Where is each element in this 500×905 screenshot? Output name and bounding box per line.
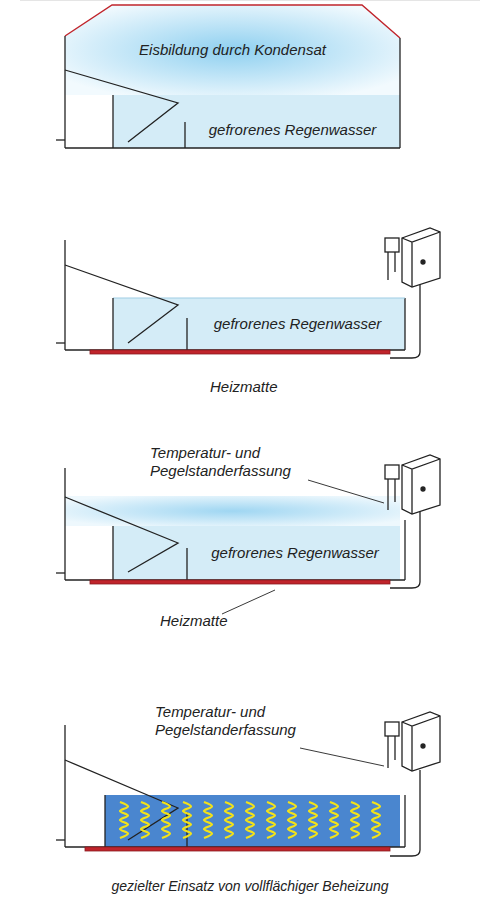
sensor-label: Temperatur- und Pegelstanderfassung — [155, 703, 320, 739]
region-label: Eisbildung durch Kondensat — [139, 41, 326, 59]
heat-wave — [351, 802, 359, 838]
heater-label: Heizmatte — [160, 612, 250, 630]
heat-wave — [372, 802, 380, 838]
heat-wave — [120, 802, 128, 838]
heat-wave — [162, 802, 170, 838]
region-label: gefrorenes Regenwasser — [209, 121, 377, 139]
heat-wave — [288, 802, 296, 838]
heat-waves — [120, 802, 380, 838]
heat-wave — [225, 802, 233, 838]
tank-panel-1 — [56, 5, 400, 148]
water-band: gefrorenes Regenwasser — [185, 112, 400, 148]
condensate-zone: Eisbildung durch Kondensat — [65, 5, 400, 95]
region-label: gefrorenes Regenwasser — [211, 544, 379, 562]
tank-panel-2 — [56, 228, 440, 358]
water-band: gefrorenes Regenwasser — [190, 300, 405, 348]
caption: gezielter Einsatz von vollflächiger Behe… — [0, 878, 500, 894]
sensor-label: Temperatur- und Pegelstanderfassung — [150, 444, 315, 480]
region-label: gefrorenes Regenwasser — [214, 315, 382, 333]
top-rule — [20, 0, 480, 1]
heat-wave — [267, 802, 275, 838]
heat-wave — [183, 802, 191, 838]
heat-wave — [246, 802, 254, 838]
heater-label: Heizmatte — [210, 378, 300, 396]
heat-wave — [330, 802, 338, 838]
leader-line — [300, 748, 384, 766]
leader-line — [308, 480, 384, 503]
leader-line — [222, 590, 275, 614]
water-band: gefrorenes Regenwasser — [190, 527, 400, 579]
heat-wave — [141, 802, 149, 838]
heat-wave — [309, 802, 317, 838]
heat-wave — [204, 802, 212, 838]
